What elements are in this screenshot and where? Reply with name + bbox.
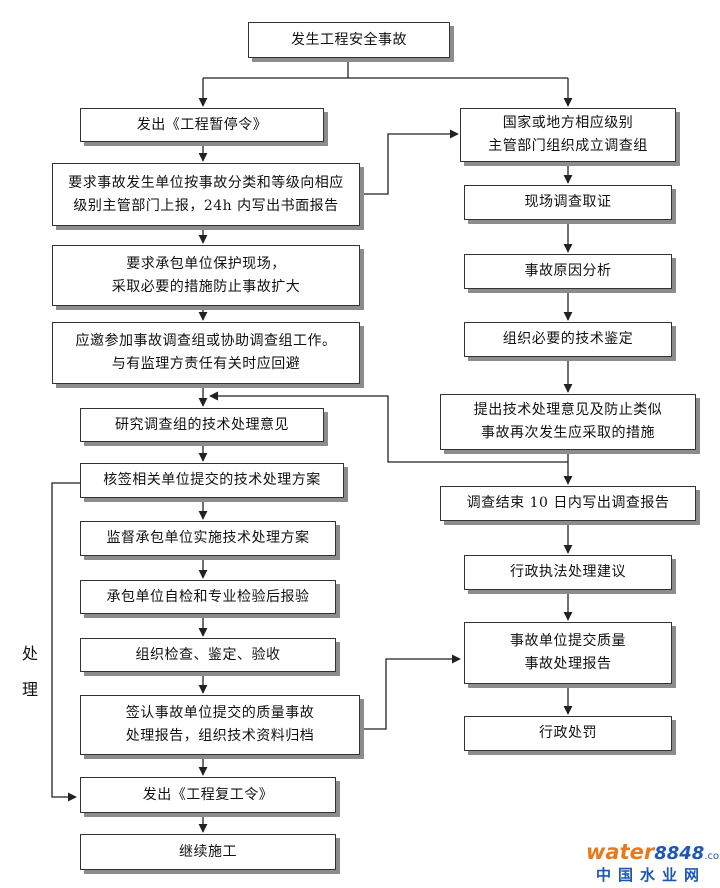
quality-report-label-line-1: 事故单位提交质量: [510, 633, 626, 649]
protect-label-line-1: 要求承包单位保护现场，: [126, 255, 286, 272]
admin-advice-node: 行政执法处理建议: [464, 555, 672, 590]
sign-report-node: 签认事故单位提交的质量事故 处理报告，组织技术资料归档: [80, 695, 360, 755]
arrow-sign-report-to-quality: [360, 654, 461, 730]
study-node: 研究调查组的技术处理意见: [80, 408, 324, 442]
watermark-brand-number: 8848: [654, 843, 705, 864]
self-check-node: 承包单位自检和专业检验后报验: [80, 580, 336, 614]
onsite-label: 现场调查取证: [524, 194, 612, 210]
study-label: 研究调查组的技术处理意见: [115, 416, 289, 433]
quality-report-label-line-2: 事故处理报告: [524, 656, 612, 672]
watermark-brand-word: water: [586, 840, 655, 864]
watermark-tagline: 中国水业网: [596, 866, 707, 884]
arrow-report-to-gov: [360, 129, 459, 195]
quality-report-node: 事故单位提交质量 事故处理报告: [464, 622, 672, 684]
gov-label-line-2: 主管部门组织成立调查组: [488, 138, 648, 154]
report-label-line-2: 级别主管部门上报，24h 内写出书面报告: [73, 197, 339, 214]
watermark-logo: water8848.com 中国水业网: [586, 840, 720, 886]
propose-label-line-2: 事故再次发生应采取的措施: [481, 425, 655, 441]
gov-label-line-1: 国家或地方相应级别: [502, 115, 634, 131]
continue-label: 继续施工: [179, 843, 237, 860]
stop-order-node: 发出《工程暂停令》: [80, 108, 324, 142]
invite-node: 应邀参加事故调查组或协助调查组工作。 与有监理方责任有关时应回避: [52, 322, 360, 384]
sign-plan-label: 核签相关单位提交的技术处理方案: [103, 472, 321, 488]
invite-label-line-2: 与有监理方责任有关时应回避: [111, 356, 301, 372]
continue-node: 继续施工: [80, 834, 336, 870]
propose-label-line-1: 提出技术处理意见及防止类似: [473, 402, 663, 418]
final-report-label: 调查结束 10 日内写出调查报告: [466, 495, 670, 511]
sign-report-label-line-1: 签认事故单位提交的质量事故: [125, 705, 315, 721]
resume-order-label: 发出《工程复工令》: [142, 786, 274, 803]
gov-node: 国家或地方相应级别 主管部门组织成立调查组: [460, 108, 676, 162]
resume-order-node: 发出《工程复工令》: [80, 777, 336, 813]
propose-node: 提出技术处理意见及防止类似 事故再次发生应采取的措施: [440, 394, 696, 450]
final-report-node: 调查结束 10 日内写出调查报告: [440, 486, 696, 521]
appraisal-label: 组织必要的技术鉴定: [502, 331, 634, 347]
report-label-line-1: 要求事故发生单位按事故分类和等级向相应: [68, 174, 344, 191]
self-check-label: 承包单位自检和专业检验后报验: [106, 588, 310, 605]
watermark-brand: water8848.com: [586, 840, 720, 864]
penalty-node: 行政处罚: [464, 716, 672, 751]
protect-node: 要求承包单位保护现场， 采取必要的措施防止事故扩大: [52, 245, 360, 306]
sign-plan-node: 核签相关单位提交的技术处理方案: [80, 463, 344, 498]
side-label-char-1: 处: [22, 644, 39, 663]
onsite-node: 现场调查取证: [464, 185, 672, 220]
protect-label-line-2: 采取必要的措施防止事故扩大: [111, 278, 301, 295]
penalty-label: 行政处罚: [539, 725, 597, 741]
watermark-brand-suffix: .com: [704, 851, 720, 862]
inspect-label: 组织检查、鉴定、验收: [135, 646, 281, 663]
arrow-sign-plan-to-resume: [51, 482, 80, 802]
invite-label-line-1: 应邀参加事故调查组或协助调查组工作。: [75, 333, 337, 349]
cause-label: 事故原因分析: [524, 263, 612, 279]
admin-advice-label: 行政执法处理建议: [510, 564, 626, 580]
inspect-node: 组织检查、鉴定、验收: [80, 638, 336, 672]
side-label-char-2: 理: [22, 680, 39, 699]
cause-node: 事故原因分析: [464, 254, 672, 289]
arrow-propose-to-study: [209, 391, 568, 463]
supervise-node: 监督承包单位实施技术处理方案: [80, 521, 336, 556]
report-node: 要求事故发生单位按事故分类和等级向相应 级别主管部门上报，24h 内写出书面报告: [52, 163, 360, 226]
appraisal-node: 组织必要的技术鉴定: [464, 322, 672, 357]
stop-order-label: 发出《工程暂停令》: [136, 116, 268, 133]
start-node: 发生工程安全事故: [248, 22, 450, 58]
supervise-label: 监督承包单位实施技术处理方案: [106, 530, 310, 546]
sign-report-label-line-2: 处理报告，组织技术资料归档: [125, 728, 315, 744]
start-node-label: 发生工程安全事故: [291, 31, 407, 48]
